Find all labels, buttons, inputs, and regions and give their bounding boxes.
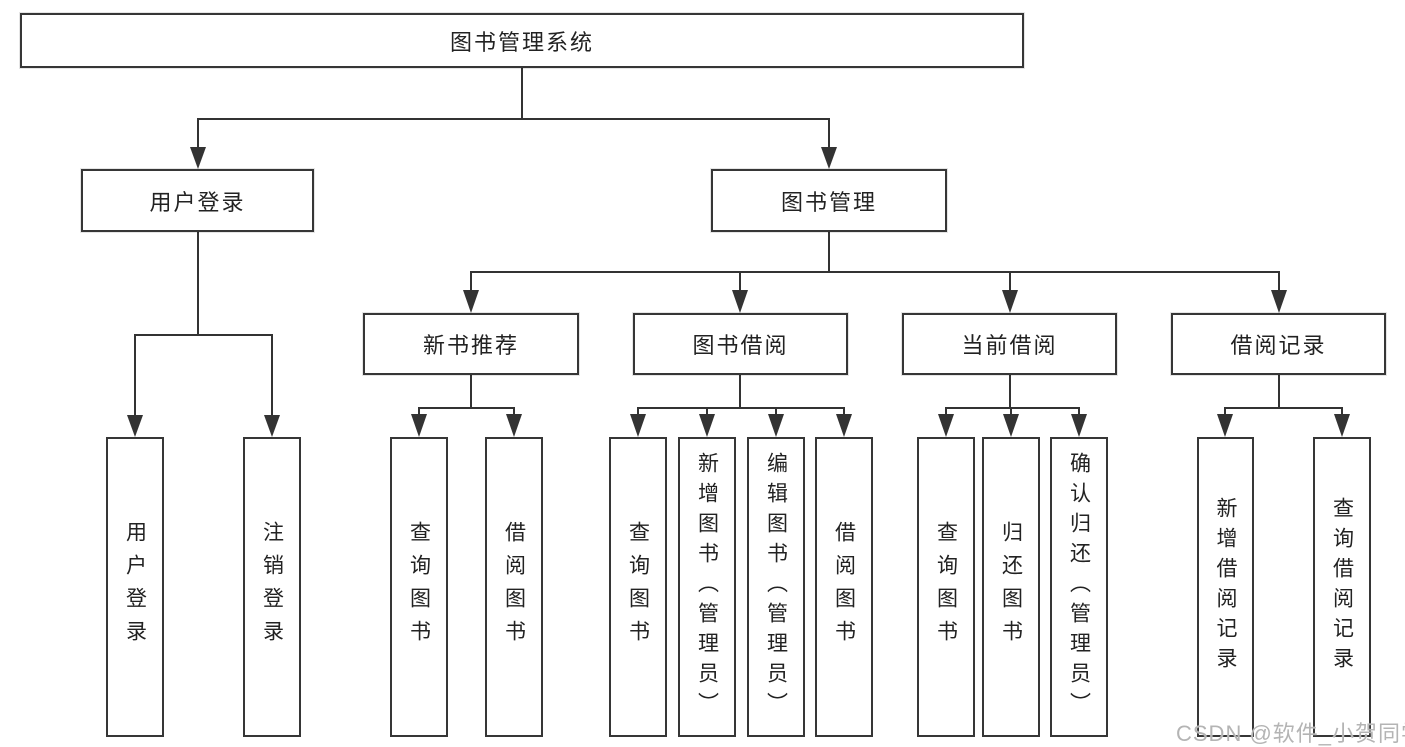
leaf-borrow-add-admin: 新增图书（管理员） (678, 437, 736, 737)
connector-login-to-leaves (127, 232, 280, 437)
connector-records-to-leaves (1217, 375, 1350, 437)
node-book-borrow: 图书借阅 (633, 313, 848, 375)
node-root-system: 图书管理系统 (20, 13, 1024, 68)
leaf-current-return-label: 归还图书 (999, 521, 1023, 653)
leaf-records-query-label: 查询借阅记录 (1330, 497, 1354, 677)
leaf-logout: 注销登录 (243, 437, 301, 737)
leaf-records-add: 新增借阅记录 (1197, 437, 1254, 737)
node-user-login: 用户登录 (81, 169, 314, 232)
leaf-current-return: 归还图书 (982, 437, 1040, 737)
leaf-current-query-label: 查询图书 (934, 521, 958, 653)
leaf-borrow-edit-admin: 编辑图书（管理员） (747, 437, 805, 737)
connector-root-to-level2 (190, 68, 837, 169)
leaf-borrow-book: 借阅图书 (815, 437, 873, 737)
node-borrow-records-label: 借阅记录 (1230, 333, 1327, 358)
leaf-user-login: 用户登录 (106, 437, 164, 737)
leaf-borrow-add-admin-label: 新增图书（管理员） (695, 452, 719, 722)
node-root-label: 图书管理系统 (449, 29, 594, 55)
leaf-user-login-label: 用户登录 (123, 521, 147, 653)
leaf-current-confirm-admin: 确认归还（管理员） (1050, 437, 1108, 737)
node-current-borrow: 当前借阅 (902, 313, 1117, 375)
leaf-records-add-label: 新增借阅记录 (1214, 497, 1237, 677)
leaf-records-query: 查询借阅记录 (1313, 437, 1371, 737)
leaf-newbook-borrow: 借阅图书 (485, 437, 543, 737)
leaf-newbook-query: 查询图书 (390, 437, 448, 737)
leaf-current-query: 查询图书 (917, 437, 975, 737)
connector-newbook-to-leaves (411, 375, 522, 437)
leaf-borrow-book-label: 借阅图书 (832, 521, 856, 653)
leaf-current-confirm-admin-label: 确认归还（管理员） (1067, 452, 1091, 722)
csdn-watermark: CSDN @软件_小贺同学 (1176, 721, 1405, 746)
node-book-management-label: 图书管理 (780, 189, 877, 215)
node-user-login-label: 用户登录 (149, 189, 246, 215)
node-current-borrow-label: 当前借阅 (961, 333, 1058, 358)
connector-borrow-to-leaves (630, 375, 852, 437)
leaf-borrow-edit-admin-label: 编辑图书（管理员） (764, 452, 788, 722)
node-book-management: 图书管理 (711, 169, 947, 232)
node-new-book-recommend-label: 新书推荐 (422, 333, 519, 358)
leaf-borrow-query-label: 查询图书 (626, 521, 650, 653)
node-book-borrow-label: 图书借阅 (692, 333, 789, 358)
leaf-newbook-query-label: 查询图书 (407, 521, 431, 653)
leaf-newbook-borrow-label: 借阅图书 (502, 521, 526, 653)
leaf-logout-label: 注销登录 (260, 521, 284, 653)
node-borrow-records: 借阅记录 (1171, 313, 1386, 375)
connector-current-to-leaves (938, 375, 1087, 437)
leaf-borrow-query: 查询图书 (609, 437, 667, 737)
connector-mgmt-to-level3 (463, 232, 1287, 313)
node-new-book-recommend: 新书推荐 (363, 313, 579, 375)
